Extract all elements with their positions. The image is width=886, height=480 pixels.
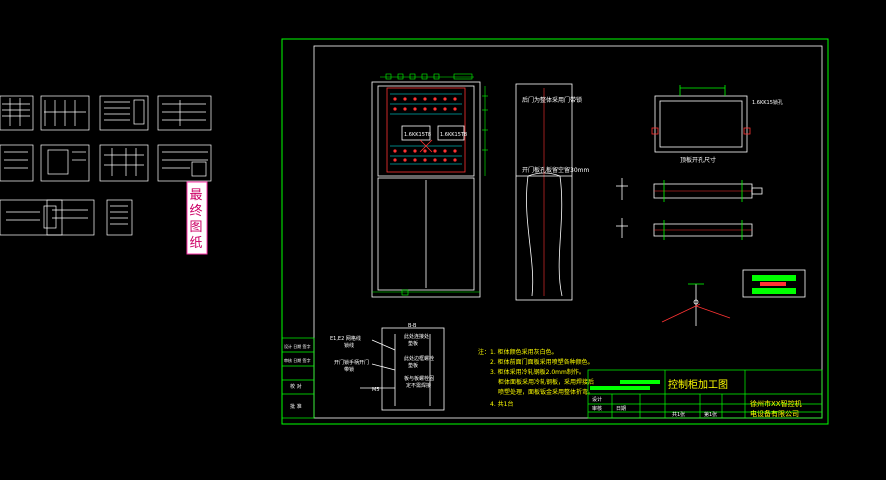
detail-text1: 此处连接处 — [404, 333, 429, 340]
thumbnail-5[interactable] — [0, 144, 34, 182]
revision-row-4: 批 准 — [290, 403, 302, 410]
cabinet-side-view[interactable] — [515, 83, 573, 301]
revision-row-3: 校 对 — [290, 383, 302, 390]
section-marks[interactable] — [616, 178, 628, 238]
revision-row-2: 审核 日期 签字 — [284, 357, 311, 363]
notes-item-4: 柜体面板采用冷轧钢板，采用焊接后 — [498, 378, 594, 386]
title-hatch-1 — [620, 380, 660, 384]
title-row2-cell4: 第1张 — [704, 411, 717, 418]
thumbnail-3[interactable] — [99, 95, 149, 131]
notes-head: 注： — [478, 348, 490, 356]
top-plate-caption: 顶板开孔尺寸 — [680, 156, 716, 164]
detail-note1b: 锁线 — [344, 342, 354, 349]
front-label-right: 1.6KK15T8 — [440, 132, 467, 138]
detail-text2: 此处边框螺栓 — [404, 355, 434, 362]
thumbnail-11[interactable] — [106, 199, 133, 236]
thumbnail-6[interactable] — [40, 144, 90, 182]
base-bar-views[interactable] — [653, 180, 763, 240]
detail-note2b: 带锁 — [344, 366, 354, 373]
detail-text1b: 垫板 — [408, 340, 418, 347]
company-line-1: 徐州市XX智控机 — [750, 399, 802, 408]
detail-cross[interactable] — [661, 283, 731, 326]
title-row2-cell2: 日期 — [616, 406, 626, 412]
side-note-mid: 开门板孔板留空留30mm — [522, 166, 589, 174]
detail-m-label: M5 — [372, 387, 380, 393]
notes-item-6: 4. 共1台 — [490, 400, 513, 408]
notes-item-5: 喷塑处理，面板钣金采用整体折弯。 — [498, 388, 594, 396]
notes-item-2: 2. 柜体前面门面板采用喷塑各种颜色。 — [490, 358, 594, 366]
revision-block[interactable] — [281, 337, 315, 419]
title-row2-cell3: 共1张 — [672, 411, 685, 418]
detail-section[interactable] — [360, 327, 445, 411]
side-note-top: 后门为整体采用门带锁 — [522, 96, 582, 104]
thumbnail-2[interactable] — [40, 95, 90, 131]
notes-item-1: 1. 柜体颜色采用灰白色。 — [490, 348, 558, 356]
detail-text3b: 定不需焊接 — [406, 382, 431, 389]
final-drawings-label: 最终图纸 — [189, 188, 204, 251]
thumbnail-4[interactable] — [157, 95, 212, 131]
title-row2-cell1: 审核 — [592, 405, 602, 412]
detail-text3: 板与板螺栓固 — [404, 375, 434, 382]
technical-notes: 注： 1. 柜体颜色采用灰白色。 2. 柜体前面门面板采用喷塑各种颜色。 3. … — [478, 348, 594, 408]
revision-labels: 设计 日期 签字 审核 日期 签字 校 对 批 准 — [284, 343, 311, 410]
detail-note2: 开门锁手柄开门 — [334, 359, 369, 366]
drawing-frame[interactable] — [281, 38, 829, 425]
thumbnail-1[interactable] — [0, 95, 34, 131]
revision-row-1: 设计 日期 签字 — [284, 343, 311, 349]
title-block[interactable] — [587, 369, 823, 419]
thumbnail-9[interactable] — [0, 199, 63, 236]
cabinet-front-view[interactable] — [371, 73, 488, 298]
top-plate-note: 1.6KK15锁孔 — [752, 99, 783, 106]
title-hatch-2 — [590, 386, 650, 390]
thumbnail-10[interactable] — [46, 199, 95, 236]
thumbnail-7[interactable] — [99, 144, 149, 182]
detail-text2b: 垫板 — [408, 362, 418, 369]
final-drawings-tag[interactable]: 最终图纸 — [186, 181, 208, 255]
title-text: 控制柜加工图 — [668, 378, 728, 391]
nameplate-view[interactable] — [742, 269, 806, 298]
company-line-2: 电设备有限公司 — [750, 409, 799, 418]
notes-item-3: 3. 柜体采用冷轧钢板2.0mm制作。 — [490, 368, 585, 376]
top-plate-view[interactable] — [651, 85, 751, 153]
title-row1-cell1: 设计 — [592, 396, 602, 403]
front-label-left: 1.6KK15T8 — [404, 132, 431, 138]
detail-note1: E1,E2 网格线 — [330, 335, 361, 342]
thumbnail-sheets[interactable] — [0, 95, 212, 236]
detail-label-top: B-B — [408, 323, 417, 329]
thumbnail-8[interactable] — [157, 144, 212, 182]
